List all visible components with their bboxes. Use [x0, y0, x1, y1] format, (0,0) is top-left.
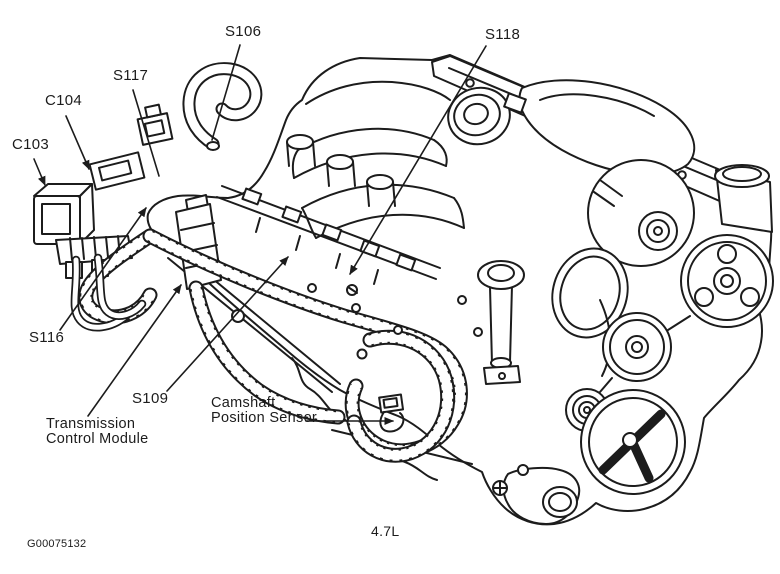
- s106-hose-curl: [189, 69, 256, 151]
- leader-c103: [33, 158, 46, 186]
- ignition-coils: [286, 134, 396, 207]
- throttle-body: [447, 86, 527, 146]
- misc-bolts: [307, 283, 483, 337]
- callout-s106: S106: [225, 23, 262, 40]
- callout-transmission-control-module: Transmission Control Module: [46, 417, 149, 447]
- leader-s117: [132, 89, 160, 177]
- callout-camshaft-position-sensor: Camshaft Position Sensor: [211, 396, 317, 426]
- leader-s106: [211, 44, 241, 141]
- leader-s118: [349, 45, 487, 275]
- leader-s109: [166, 256, 289, 392]
- callout-s118: S118: [485, 26, 521, 43]
- callout-c103: C103: [12, 136, 50, 153]
- leader-c104: [65, 115, 90, 170]
- callout-cam-line1: Camshaft: [211, 395, 276, 411]
- leader-lines: [33, 44, 487, 425]
- thermostat-housing: [492, 464, 581, 525]
- callout-tcm-line1: Transmission: [46, 416, 136, 432]
- figure-id: G00075132: [27, 538, 87, 550]
- callout-cam-line2: Position Sensor: [211, 410, 318, 426]
- engine-size-caption: 4.7L: [371, 523, 400, 539]
- accessory-pulleys: [551, 159, 774, 495]
- engine-block-lower: [167, 249, 473, 481]
- callout-s117: S117: [113, 67, 149, 84]
- fuel-rail: [216, 185, 441, 285]
- c104-connector: [88, 151, 146, 191]
- intake-plenum: [291, 79, 696, 239]
- leader-s116: [59, 207, 147, 331]
- left-connectors: [33, 103, 174, 279]
- leader-tcm: [87, 284, 182, 417]
- oil-fill-tube: [477, 260, 525, 385]
- callout-tcm-line2: Control Module: [46, 431, 149, 447]
- callout-c104: C104: [45, 92, 83, 109]
- callout-s109: S109: [132, 390, 169, 407]
- callout-s116: S116: [29, 329, 65, 346]
